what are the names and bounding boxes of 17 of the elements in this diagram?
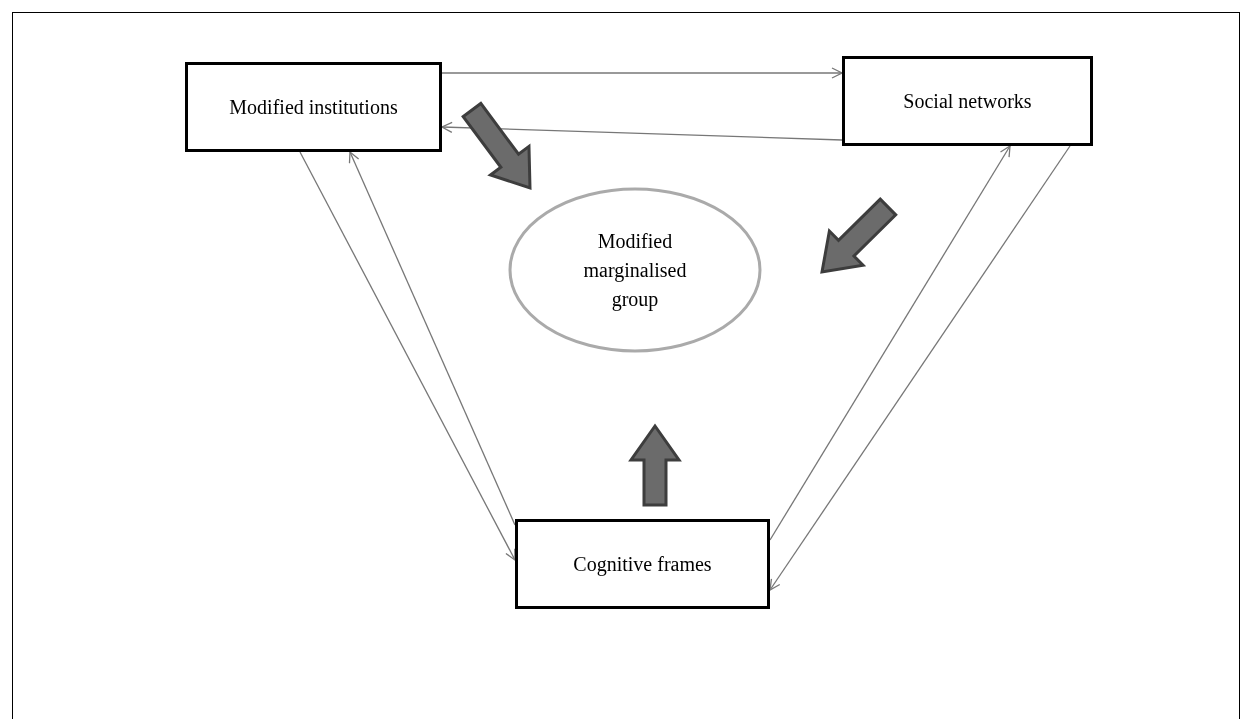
arrow (769, 145, 1071, 591)
process-box (515, 519, 770, 609)
arrow (769, 145, 1011, 541)
node-label: Modified marginalised group (582, 228, 688, 313)
arrow (441, 67, 843, 79)
node-label: Social networks (903, 88, 1032, 114)
process-box (842, 56, 1093, 146)
arrow (348, 151, 516, 526)
block-arrow (628, 423, 682, 507)
block-arrow (461, 101, 532, 191)
arrow (441, 121, 843, 141)
process-box (185, 62, 442, 152)
node-label: Cognitive frames (573, 551, 712, 578)
ellipse-node (508, 187, 762, 353)
node-label: Modified institutions (229, 94, 398, 120)
arrow (299, 151, 516, 561)
block-arrow (820, 197, 898, 274)
